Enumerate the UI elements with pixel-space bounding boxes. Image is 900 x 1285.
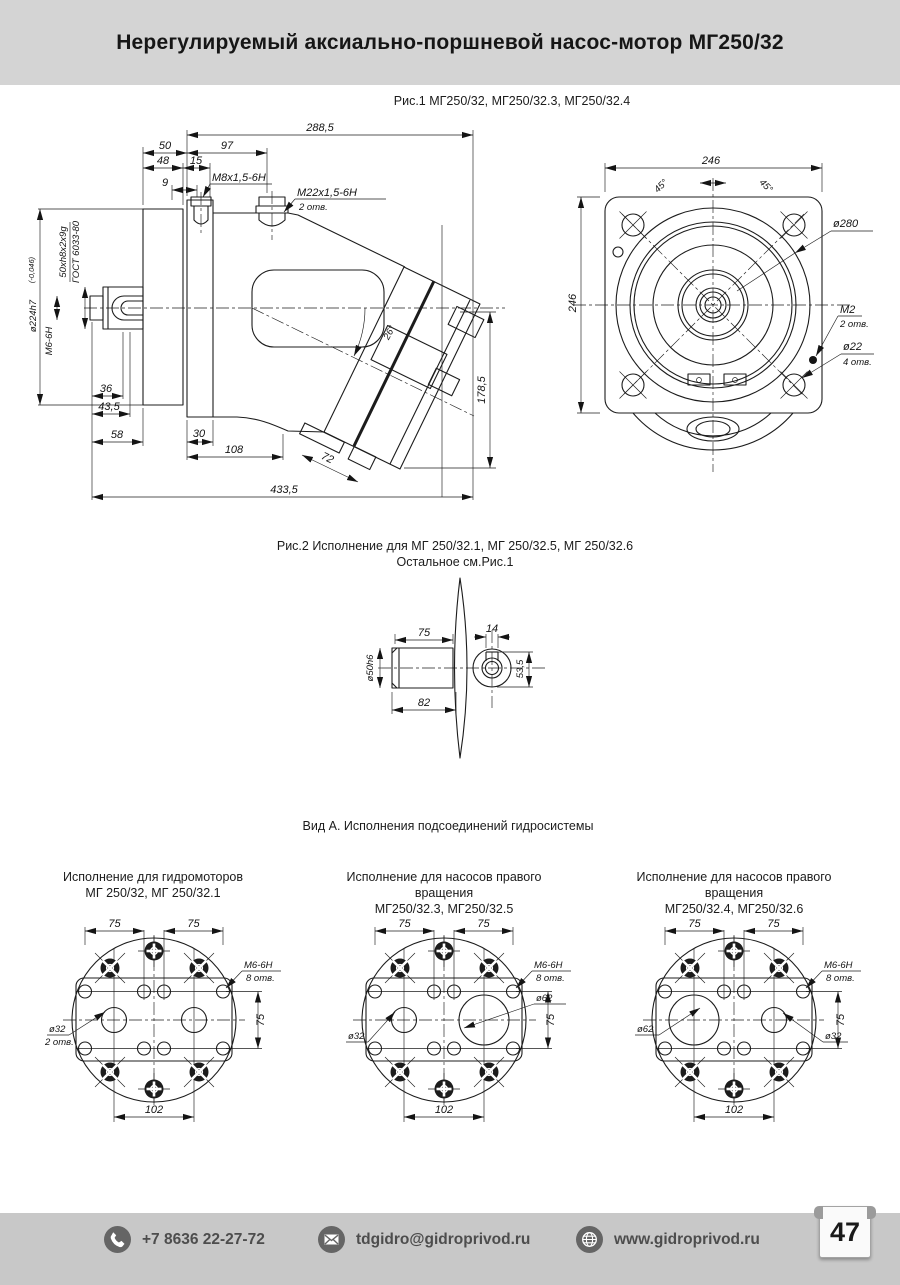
angle-45-right: 45° bbox=[757, 177, 775, 195]
p1-dim-75-left: 75 bbox=[108, 918, 121, 930]
footer-email: tdgidro@gidroprivod.ru bbox=[318, 1226, 530, 1253]
view-a-title: Вид А. Исполнения подсоединений гидросис… bbox=[302, 819, 594, 833]
spline-gost-label: ГОСТ 6033-80 bbox=[71, 220, 82, 283]
footer-website: www.gidroprivod.ru bbox=[576, 1226, 760, 1253]
dia-22-holes: 4 отв. bbox=[843, 357, 872, 368]
view-a-panel-1: 75 75 M6-6Н 8 отв. ø32 2 отв. 75 102 bbox=[44, 918, 281, 1122]
angle-45-left: 45° bbox=[652, 177, 670, 195]
dim-433-5: 433,5 bbox=[270, 484, 298, 496]
thread-m2-label: М2 bbox=[840, 304, 855, 316]
dim-246-top: 246 bbox=[701, 155, 721, 167]
fig2-dim-14: 14 bbox=[486, 623, 498, 635]
dim-36: 36 bbox=[100, 383, 113, 395]
fig2-drawing: 75 82 ø50h6 14 53,5 bbox=[365, 577, 546, 759]
footer-email-text[interactable]: tdgidro@gidroprivod.ru bbox=[356, 1230, 531, 1248]
fig2-dim-53-5: 53,5 bbox=[515, 659, 526, 678]
p2-port-right-label: ø62 bbox=[536, 993, 553, 1004]
panel3-caption-line1: Исполнение для насосов правого вращения bbox=[636, 870, 832, 900]
panel2-caption-line2: МГ250/32.3, МГ250/32.5 bbox=[374, 902, 514, 916]
dim-178-5: 178,5 bbox=[476, 375, 488, 403]
fig2-dim-75: 75 bbox=[418, 627, 431, 639]
flange-dia-label: ø224h7 bbox=[28, 299, 39, 332]
page-number-badge: 47 bbox=[814, 1206, 876, 1258]
dim-30: 30 bbox=[193, 428, 206, 440]
p1-dim-102: 102 bbox=[145, 1104, 163, 1116]
p1-port-left-label: ø32 bbox=[49, 1024, 66, 1035]
dim-72: 72 bbox=[319, 450, 335, 466]
p3-dim-75-right: 75 bbox=[767, 918, 780, 930]
fig2-caption: Рис.2 Исполнение для МГ 250/32.1, МГ 250… bbox=[255, 538, 655, 570]
page-header: Нерегулируемый аксиально-поршневой насос… bbox=[0, 0, 900, 85]
view-a-panel-3: 75 75 M6-6Н 8 отв. ø62 ø32 75 102 bbox=[635, 918, 861, 1122]
page-title: Нерегулируемый аксиально-поршневой насос… bbox=[116, 30, 784, 54]
p3-port-right-label: ø32 bbox=[825, 1031, 842, 1042]
mail-icon bbox=[318, 1226, 345, 1253]
dim-246-left: 246 bbox=[567, 293, 579, 313]
p1-dim-75-vert: 75 bbox=[255, 1013, 267, 1026]
p2-dim-102: 102 bbox=[435, 1104, 453, 1116]
dia-22-label: ø22 bbox=[843, 341, 862, 353]
thread-m2-holes: 2 отв. bbox=[839, 319, 869, 330]
dim-288-5: 288,5 bbox=[305, 122, 334, 134]
flange-dia-tolerance: (-0,046) bbox=[27, 256, 36, 283]
p2-dim-75-right: 75 bbox=[477, 918, 490, 930]
page-footer: +7 8636 22-27-72 tdgidro@gidroprivod.ru … bbox=[0, 1213, 900, 1285]
p3-port-left-label: ø62 bbox=[637, 1024, 654, 1035]
globe-icon bbox=[576, 1226, 603, 1253]
fig1-side-view: 288,5 50 97 48 15 9 M8x1,5-6Н M22x1,5-6Н… bbox=[27, 122, 505, 501]
p1-port-left-holes: 2 отв. bbox=[44, 1037, 74, 1048]
spline-label: 50xh8x2x9g bbox=[58, 226, 69, 278]
thread-m22-label: M22x1,5-6Н bbox=[297, 187, 357, 199]
footer-website-text[interactable]: www.gidroprivod.ru bbox=[614, 1230, 760, 1248]
p3-dim-75-left: 75 bbox=[688, 918, 701, 930]
p2-dim-75-left: 75 bbox=[398, 918, 411, 930]
p1-thread-label: M6-6Н bbox=[244, 960, 273, 971]
panel2-caption: Исполнение для насосов правого вращения … bbox=[319, 869, 569, 917]
phone-icon bbox=[104, 1226, 131, 1253]
view-a-panel-2: 75 75 M6-6Н 8 отв. ø32 ø62 75 102 bbox=[346, 918, 571, 1122]
dim-15: 15 bbox=[190, 155, 203, 167]
dia-280-label: ø280 bbox=[833, 218, 859, 230]
dim-43-5: 43,5 bbox=[98, 401, 120, 413]
dim-108: 108 bbox=[225, 444, 244, 456]
dim-48: 48 bbox=[157, 155, 170, 167]
p1-thread-holes: 8 отв. bbox=[246, 973, 275, 984]
shaft-thread-label: М6-6Н bbox=[44, 327, 55, 356]
panel1-caption: Исполнение для гидромоторов МГ 250/32, М… bbox=[28, 869, 278, 901]
p3-dim-75-vert: 75 bbox=[835, 1013, 847, 1026]
p2-dim-75-vert: 75 bbox=[545, 1013, 557, 1026]
p2-thread-holes: 8 отв. bbox=[536, 973, 565, 984]
dim-50: 50 bbox=[159, 140, 172, 152]
p3-dim-102: 102 bbox=[725, 1104, 743, 1116]
thread-m8-label: M8x1,5-6Н bbox=[212, 172, 266, 184]
dim-58: 58 bbox=[111, 429, 124, 441]
page-number: 47 bbox=[829, 1216, 861, 1247]
dim-97: 97 bbox=[221, 140, 234, 152]
thread-m22-holes: 2 отв. bbox=[298, 202, 328, 213]
footer-phone-text: +7 8636 22-27-72 bbox=[142, 1230, 265, 1248]
panel3-caption: Исполнение для насосов правого вращения … bbox=[609, 869, 859, 917]
fig1-caption: Рис.1 МГ250/32, МГ250/32.3, МГ250/32.4 bbox=[393, 94, 631, 108]
p1-dim-75-right: 75 bbox=[187, 918, 200, 930]
p3-thread-holes: 8 отв. bbox=[826, 973, 855, 984]
p2-port-left-label: ø32 bbox=[348, 1031, 365, 1042]
footer-phone: +7 8636 22-27-72 bbox=[104, 1226, 265, 1253]
fig2-dim-82: 82 bbox=[418, 697, 430, 709]
panel2-caption-line1: Исполнение для насосов правого вращения bbox=[346, 870, 542, 900]
p2-thread-label: M6-6Н bbox=[534, 960, 563, 971]
panel1-caption-line2: МГ 250/32, МГ 250/32.1 bbox=[85, 886, 221, 900]
fig2-caption-line1: Рис.2 Исполнение для МГ 250/32.1, МГ 250… bbox=[276, 539, 634, 553]
fig2-dia-50h6: ø50h6 bbox=[365, 654, 376, 682]
fig2-caption-line2: Остальное см.Рис.1 bbox=[396, 555, 514, 569]
panel1-caption-line1: Исполнение для гидромоторов bbox=[62, 870, 244, 884]
p3-thread-label: M6-6Н bbox=[824, 960, 853, 971]
panel3-caption-line2: МГ250/32.4, МГ250/32.6 bbox=[664, 902, 804, 916]
dim-9: 9 bbox=[162, 177, 168, 189]
fig1-front-view: 246 246 45° 45° ø280 М2 2 отв. ø22 4 отв… bbox=[567, 155, 874, 472]
